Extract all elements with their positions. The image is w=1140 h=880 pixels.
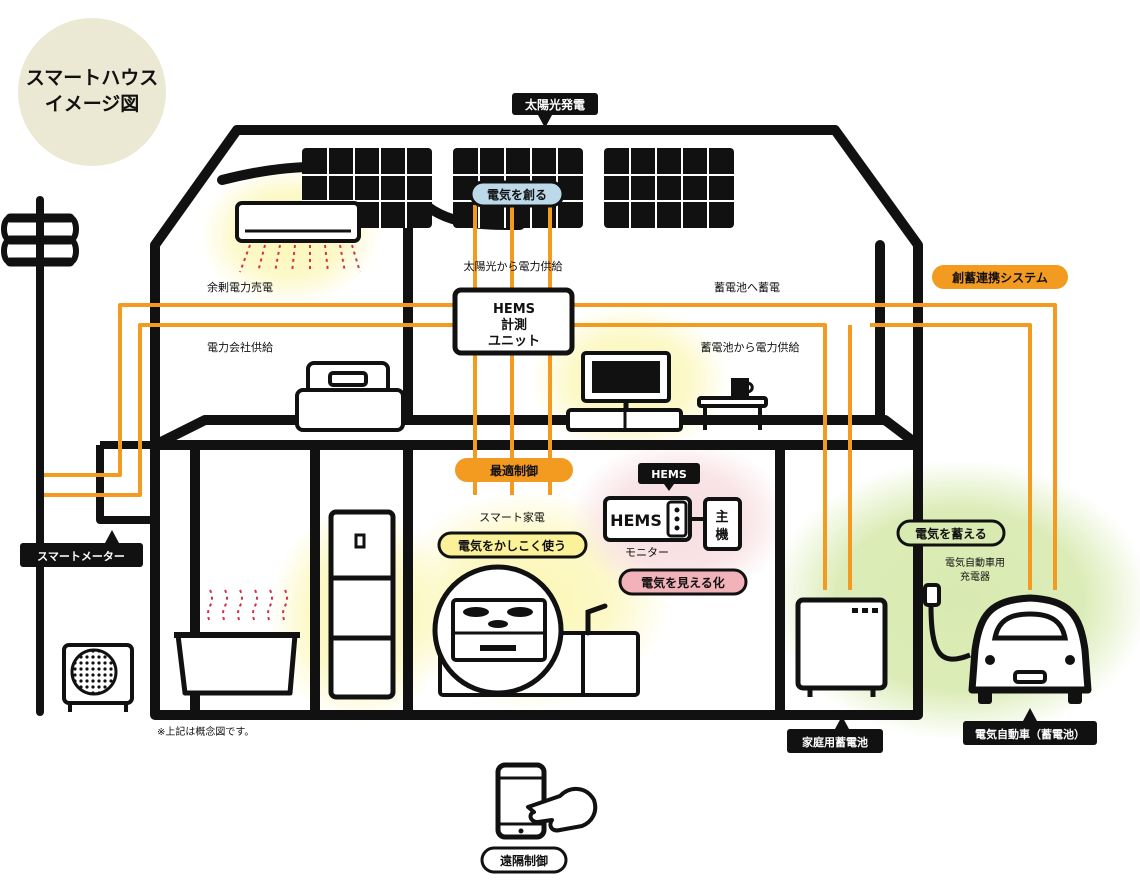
- label-store: 電気を蓄える: [915, 526, 987, 541]
- monitor-label: モニター: [625, 546, 669, 559]
- television: [566, 351, 683, 432]
- label-optimal: 最適制御: [490, 463, 538, 478]
- title-line-1: スマートハウス: [26, 67, 158, 89]
- label-ev: 電気自動車（蓄電池）: [975, 727, 1085, 741]
- pointing-hand-icon: [526, 787, 598, 833]
- label-surplus-sell: 余剰電力売電: [207, 280, 273, 294]
- bed: [295, 361, 405, 432]
- hems-monitor-text: HEMS: [610, 511, 662, 530]
- label-solar: 太陽光発電: [525, 97, 585, 112]
- pill-optimal: [455, 458, 573, 482]
- hems-measurement-unit: [452, 287, 575, 356]
- air-conditioner: [235, 201, 361, 243]
- outdoor-ac-unit: [62, 643, 134, 712]
- side-table-with-cup: [697, 378, 768, 430]
- hems-unit-line-1: HEMS: [493, 302, 535, 317]
- pill-home-battery-pointer: [835, 716, 849, 729]
- title-line-2: イメージ図: [45, 93, 140, 115]
- label-smart-appliance: スマート家電: [479, 510, 545, 524]
- pill-solar: [512, 93, 598, 115]
- label-remote: 遠隔制御: [500, 853, 548, 868]
- label-use-smart: 電気をかしこく使う: [458, 538, 566, 553]
- label-utility-supply: 電力会社供給: [207, 340, 273, 354]
- label-smart-meter: スマートメーター: [37, 550, 125, 563]
- pill-remote: [480, 846, 568, 874]
- air-flow-lines: [239, 244, 361, 273]
- pill-ev: [963, 721, 1097, 745]
- home-battery: [795, 597, 888, 697]
- pill-home-battery: [787, 729, 883, 753]
- hems-unit-line-2: 計測: [501, 317, 527, 333]
- label-ev-charger-1: 電気自動車用: [945, 556, 1005, 569]
- main-unit-line-2: 機: [715, 527, 728, 543]
- refrigerator: [328, 509, 396, 700]
- note-text: ※上記は概念図です。: [157, 725, 254, 738]
- label-from-battery: 蓄電池から電力供給: [701, 340, 800, 354]
- pill-create: [469, 180, 565, 208]
- ev-charger: [920, 583, 971, 662]
- utility-pole: [1, 196, 79, 716]
- bathtub: [174, 632, 300, 696]
- pill-store: [896, 519, 1006, 547]
- pill-system: [932, 265, 1068, 289]
- steam-lines: [207, 589, 288, 623]
- hems-unit-line-3: ユニット: [488, 334, 540, 349]
- label-ev-charger-2: 充電器: [960, 570, 990, 583]
- pill-visualize: [618, 568, 748, 596]
- title-circle: [18, 18, 166, 166]
- pill-ev-pointer: [1023, 708, 1037, 721]
- label-visualize: 電気を見える化: [641, 575, 725, 590]
- hems-tag-text: HEMS: [651, 468, 687, 481]
- hems-monitor: [603, 463, 742, 551]
- smart-meter-box: [96, 441, 155, 524]
- solar-panel-3: [604, 148, 734, 228]
- label-home-battery: 家庭用蓄電池: [802, 735, 868, 749]
- main-unit-line-1: 主: [715, 509, 728, 525]
- label-create: 電気を創る: [487, 187, 547, 202]
- pill-solar-pointer: [538, 115, 552, 128]
- smartphone-icon: [495, 762, 547, 840]
- label-solar-supply: 太陽光から電力供給: [464, 259, 563, 273]
- electric-vehicle: [968, 594, 1092, 704]
- pill-smart-meter-pointer: [105, 530, 119, 543]
- pill-smart-meter: [20, 543, 143, 567]
- ih-stove: [432, 564, 564, 696]
- label-system: 創蓄連携システム: [951, 270, 1048, 285]
- pill-use-smart: [437, 531, 588, 559]
- faucet: [585, 603, 608, 636]
- label-to-battery: 蓄電池へ蓄電: [714, 281, 780, 294]
